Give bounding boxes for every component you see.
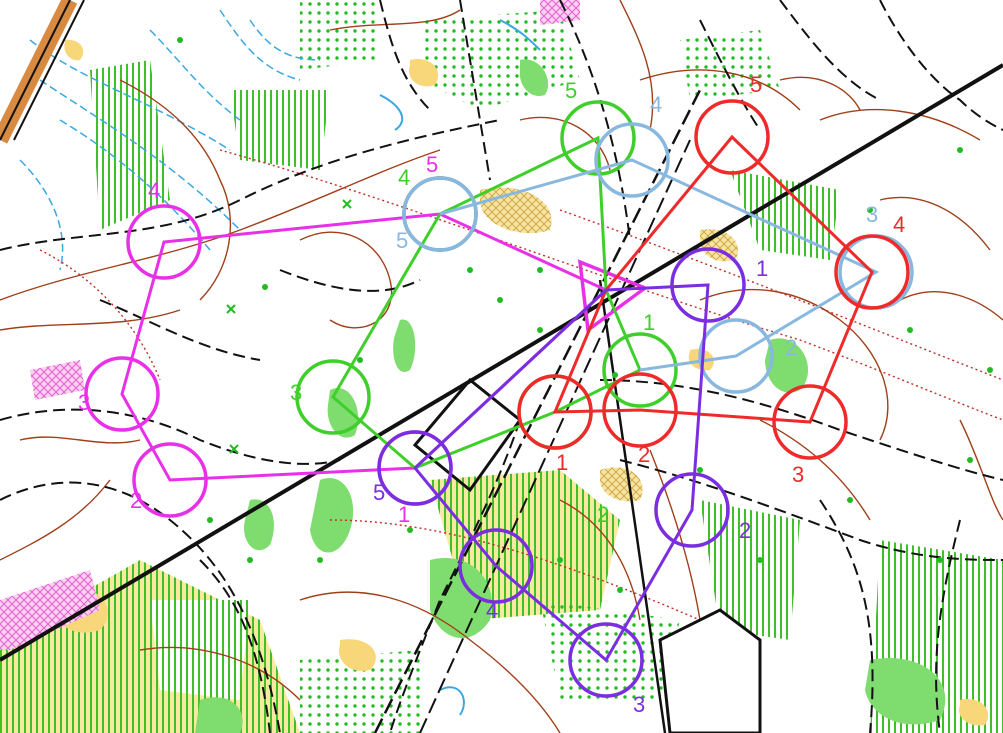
open-land xyxy=(959,699,989,726)
water-features xyxy=(439,686,465,716)
track-line xyxy=(373,89,702,733)
control-number: 2 xyxy=(739,518,751,543)
control-number: 3 xyxy=(78,390,90,415)
vegetation-dots xyxy=(420,10,580,110)
control-circle[interactable] xyxy=(670,247,746,323)
control-number: 1 xyxy=(756,256,768,281)
restricted-area xyxy=(30,360,85,400)
control-number: 1 xyxy=(398,502,410,527)
power-line xyxy=(0,63,1003,662)
control-circle[interactable] xyxy=(698,318,774,394)
control-circle[interactable] xyxy=(834,234,910,310)
vegetation-patch xyxy=(430,558,492,639)
control-number: 5 xyxy=(426,152,438,177)
control-number: 4 xyxy=(486,598,498,623)
vegetation-patch xyxy=(865,658,946,725)
vegetation-patch xyxy=(310,478,354,553)
control-number: 4 xyxy=(148,178,160,203)
water-features xyxy=(499,19,541,51)
restricted-area xyxy=(0,570,100,650)
control-number: 2 xyxy=(785,335,797,360)
vegetation-patch xyxy=(195,697,243,733)
open-land-hatched xyxy=(600,467,643,502)
course-leg-lines xyxy=(552,134,874,424)
control-number: 2 xyxy=(130,488,142,513)
start-triangle xyxy=(577,259,649,334)
control-number: 2 xyxy=(597,502,609,527)
control-circle[interactable] xyxy=(132,442,208,518)
control-number: 3 xyxy=(792,462,804,487)
control-number: 4 xyxy=(650,92,662,117)
control-circle[interactable] xyxy=(517,374,593,450)
control-circle[interactable] xyxy=(295,359,371,435)
map-marker-x xyxy=(226,199,352,454)
water-features xyxy=(379,94,404,131)
open-land-hatched xyxy=(480,187,552,234)
major-road xyxy=(0,0,71,141)
track-line xyxy=(598,279,667,733)
control-circle[interactable] xyxy=(694,99,770,175)
control-circle[interactable] xyxy=(602,332,678,408)
control-number: 3 xyxy=(866,202,878,227)
control-number: 4 xyxy=(893,212,905,237)
open-land xyxy=(409,59,439,87)
vegetation-dots xyxy=(680,30,780,100)
control-circle[interactable] xyxy=(126,204,202,280)
track-line xyxy=(419,139,691,733)
control-number: 5 xyxy=(565,78,577,103)
open-land xyxy=(64,39,84,61)
control-number: 5 xyxy=(396,228,408,253)
control-circle[interactable] xyxy=(377,430,453,506)
vegetation-dots xyxy=(300,0,380,70)
major-road xyxy=(13,0,85,141)
control-number: 3 xyxy=(290,380,302,405)
control-number: 2 xyxy=(638,442,650,467)
control-circle[interactable] xyxy=(594,122,670,198)
restricted-area xyxy=(540,0,580,25)
vegetation-stripes xyxy=(700,500,800,640)
building-outline xyxy=(658,608,762,733)
control-number: 1 xyxy=(643,310,655,335)
control-circle[interactable] xyxy=(458,528,534,604)
vegetation-stripes xyxy=(730,170,840,260)
open-land xyxy=(339,639,376,671)
control-number: 1 xyxy=(556,450,568,475)
control-number: 5 xyxy=(373,480,385,505)
control-circle[interactable] xyxy=(602,372,678,448)
course-leg-lines xyxy=(412,283,710,663)
course-5: 1 2 3 4 5 xyxy=(373,247,768,717)
control-number: 5 xyxy=(750,72,762,97)
control-circle[interactable] xyxy=(84,356,160,432)
vegetation-patch xyxy=(765,338,809,393)
control-circle[interactable] xyxy=(402,176,478,252)
vegetation-dots xyxy=(300,650,420,733)
control-circle[interactable] xyxy=(568,622,644,698)
control-circle[interactable] xyxy=(654,472,730,548)
control-number: 3 xyxy=(633,692,645,717)
vegetation-patch xyxy=(519,59,549,96)
vegetation-stripes xyxy=(230,90,330,170)
vegetation-patch xyxy=(393,319,416,372)
scattered-vegetation xyxy=(177,37,993,593)
control-number: 4 xyxy=(398,165,410,190)
control-circle[interactable] xyxy=(772,384,848,460)
